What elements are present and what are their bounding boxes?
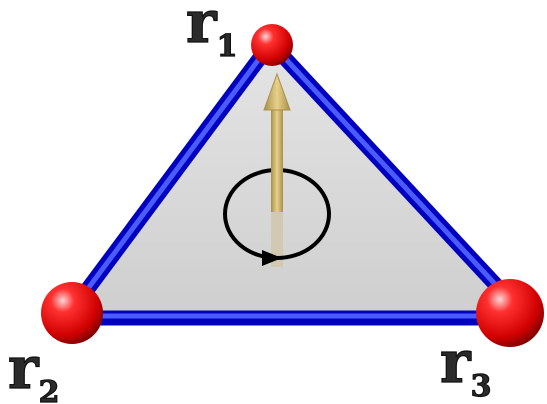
triangle-edges (70, 47, 516, 326)
label-r1: r1 (186, 0, 237, 64)
vertex-r3 (476, 279, 544, 347)
label-r3: r3 (440, 328, 491, 404)
vertex-r2 (41, 282, 103, 344)
label-r2: r2 (8, 334, 59, 404)
normal-arrow-shaft-lower (271, 205, 283, 267)
normal-arrow-head-icon (263, 72, 291, 111)
vertex-r1 (251, 24, 293, 66)
triangle-face (72, 48, 518, 313)
normal-arrow-shaft (271, 108, 283, 212)
rotation-arrowhead-icon (262, 250, 282, 266)
